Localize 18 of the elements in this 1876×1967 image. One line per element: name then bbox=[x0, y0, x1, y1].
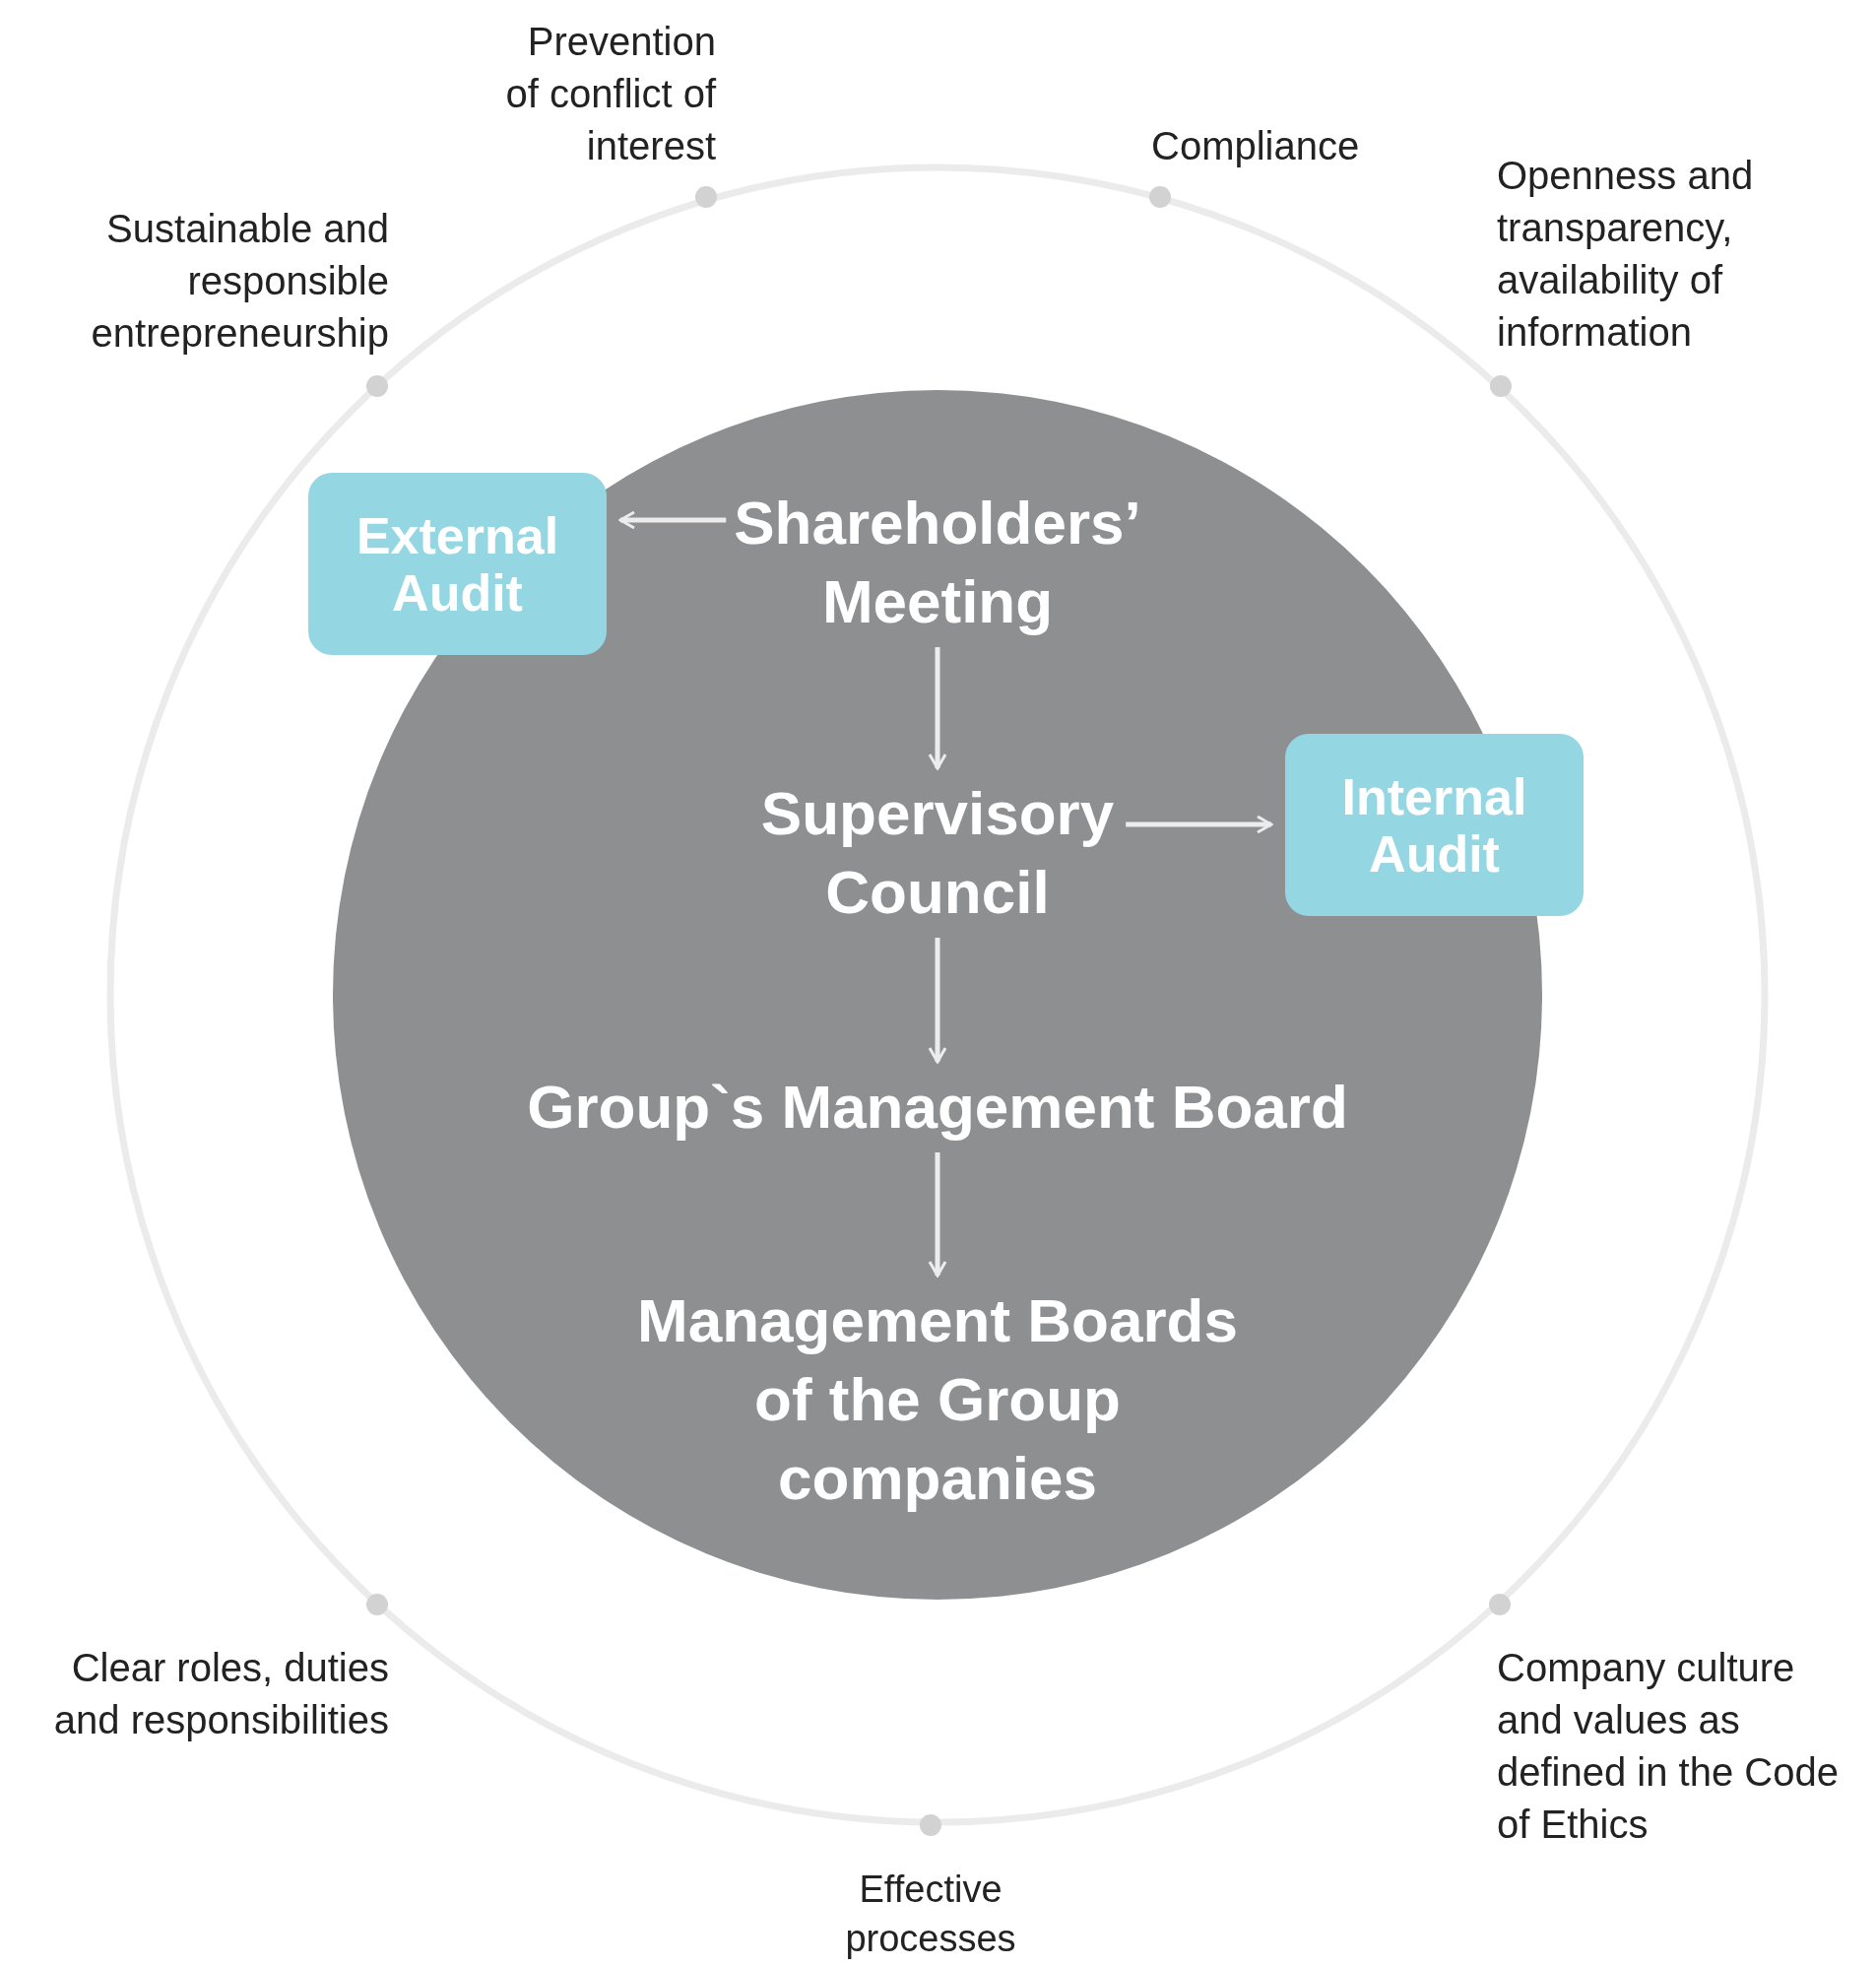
principle-label: Openness and transparency, availability of information bbox=[1497, 153, 1755, 356]
body-name: Shareholders’ Meeting bbox=[733, 488, 1142, 637]
arrow bbox=[1126, 815, 1273, 834]
body-name: Group`s Management Board bbox=[526, 1072, 1349, 1143]
arrow bbox=[618, 510, 727, 530]
arrow bbox=[928, 647, 947, 770]
principle-label: Clear roles, duties and responsibilities bbox=[52, 1645, 389, 1743]
audit-box: Internal Audit bbox=[1285, 734, 1584, 916]
body-name: Management Boards of the Group companies bbox=[636, 1285, 1239, 1514]
audit-box: External Audit bbox=[308, 473, 607, 655]
principle-label: Prevention of conflict of interest bbox=[504, 19, 716, 169]
body-name: Supervisory Council bbox=[759, 778, 1116, 928]
principle-label: Company culture and values as defined in the Code of Ethics bbox=[1497, 1645, 1840, 1848]
principle-label: Compliance bbox=[1151, 123, 1361, 169]
arrow bbox=[928, 938, 947, 1064]
arrow bbox=[928, 1152, 947, 1278]
principle-label: Effective processes bbox=[844, 1868, 1017, 1961]
principle-label: Sustainable and responsible entrepreneurship bbox=[90, 206, 389, 357]
